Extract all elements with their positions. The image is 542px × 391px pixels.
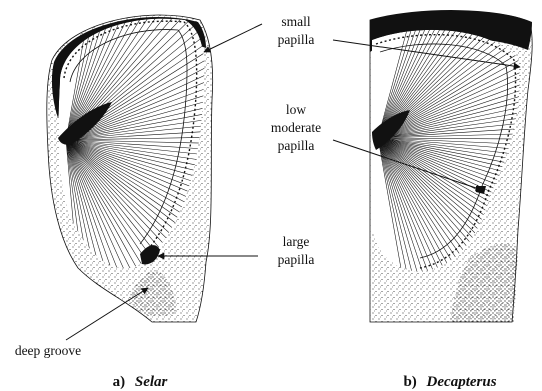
svg-text:moderate: moderate: [271, 120, 321, 135]
caption-b-species: Decapterus: [426, 374, 497, 390]
pointer-deep-groove: [66, 288, 148, 340]
caption-b: b) Decapterus: [403, 374, 496, 390]
label-deep-groove: deep groove: [15, 343, 81, 358]
label-low-moderate-papilla: low moderate papilla: [271, 102, 321, 153]
label-small-papilla: small papilla: [278, 14, 315, 47]
label-large-papilla: large papilla: [278, 234, 315, 267]
panel-a-illustration: [47, 0, 286, 359]
caption-a-letter: a): [113, 374, 126, 390]
svg-text:small: small: [281, 14, 310, 29]
caption-a: a) Selar: [113, 374, 168, 390]
label-low-moderate-line1: low: [286, 102, 307, 117]
panel-b-illustration: [370, 0, 542, 355]
pointer-small-papilla-a: [204, 24, 262, 52]
label-large-papilla-line2: papilla: [278, 252, 315, 267]
caption-a-species: Selar: [135, 374, 168, 390]
svg-text:papilla: papilla: [278, 252, 315, 267]
svg-text:papilla: papilla: [278, 32, 315, 47]
label-small-papilla-line1: small: [281, 14, 310, 29]
label-small-papilla-line2: papilla: [278, 32, 315, 47]
label-low-moderate-line3: papilla: [278, 138, 315, 153]
svg-text:large: large: [283, 234, 310, 249]
caption-b-letter: b): [403, 374, 416, 390]
label-low-moderate-line2: moderate: [271, 120, 321, 135]
svg-text:low: low: [286, 102, 307, 117]
svg-text:papilla: papilla: [278, 138, 315, 153]
label-large-papilla-line1: large: [283, 234, 310, 249]
